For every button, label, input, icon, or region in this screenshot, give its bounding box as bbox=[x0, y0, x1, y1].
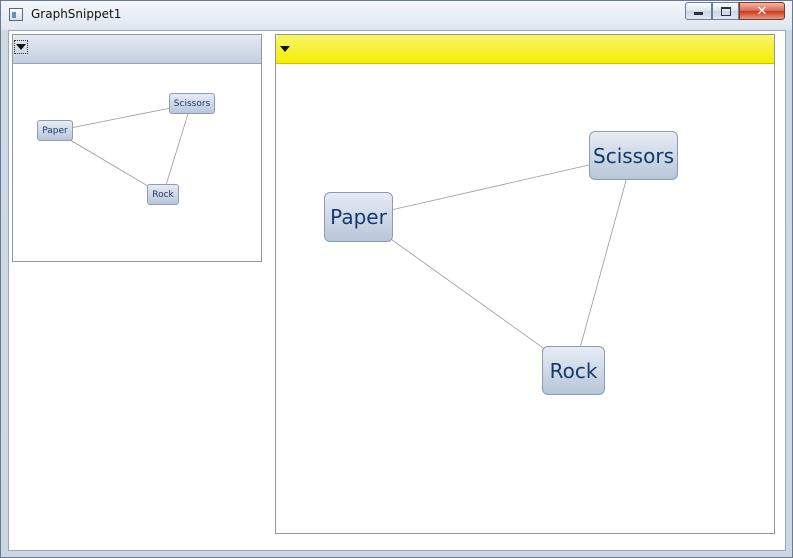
edge-paper-rock bbox=[359, 216, 575, 371]
small-graph-edges bbox=[54, 103, 192, 196]
close-button[interactable]: ✕ bbox=[739, 2, 785, 20]
big-node-rock[interactable]: Rock bbox=[542, 346, 605, 395]
maximize-button[interactable] bbox=[712, 2, 739, 20]
edge-scissors-rock bbox=[573, 154, 634, 371]
close-icon: ✕ bbox=[756, 3, 768, 19]
big-panel-header[interactable] bbox=[276, 35, 774, 64]
edge-paper-scissors bbox=[359, 154, 634, 218]
big-node-paper[interactable]: Paper bbox=[324, 192, 393, 242]
small-node-rock[interactable]: Rock bbox=[147, 184, 179, 205]
app-window-icon bbox=[9, 8, 23, 21]
edge-paper-scissors bbox=[54, 103, 192, 132]
window-title: GraphSnippet1 bbox=[31, 7, 122, 21]
minimize-button[interactable] bbox=[685, 2, 712, 20]
title-bar[interactable]: GraphSnippet1 ✕ bbox=[1, 1, 792, 29]
small-graph-panel: Paper Scissors Rock bbox=[12, 34, 262, 262]
big-graph-edges bbox=[359, 154, 634, 371]
small-panel-header[interactable] bbox=[13, 35, 261, 64]
minimize-icon bbox=[694, 12, 703, 15]
small-node-paper[interactable]: Paper bbox=[37, 120, 73, 141]
small-node-scissors[interactable]: Scissors bbox=[169, 93, 215, 114]
maximize-icon bbox=[720, 6, 731, 16]
small-panel-dropdown-button[interactable] bbox=[14, 40, 28, 54]
big-graph-panel: Paper Scissors Rock bbox=[275, 34, 775, 534]
chevron-down-icon[interactable] bbox=[280, 46, 290, 52]
big-node-scissors[interactable]: Scissors bbox=[589, 131, 678, 180]
edge-scissors-rock bbox=[162, 103, 192, 196]
edge-paper-rock bbox=[54, 130, 164, 196]
chevron-down-icon bbox=[16, 44, 26, 50]
